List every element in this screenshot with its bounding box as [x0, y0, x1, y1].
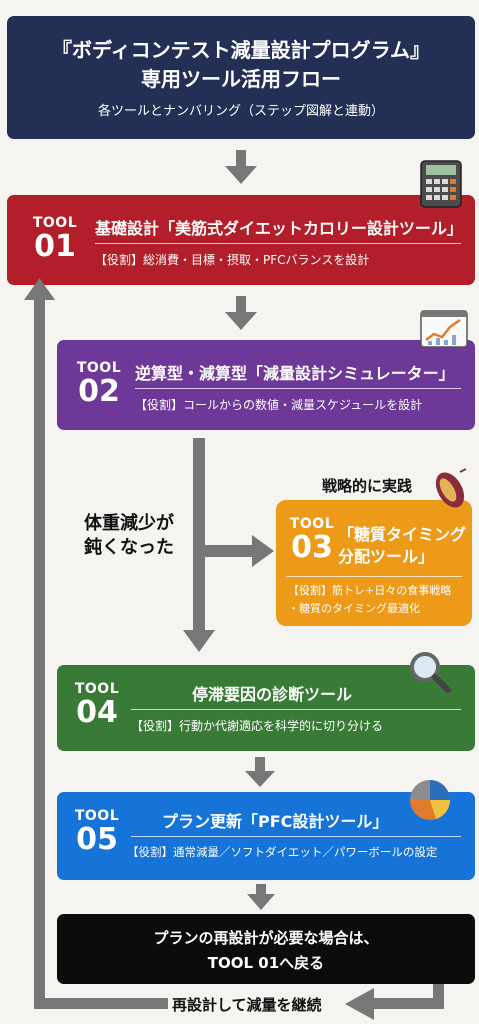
tool-02-number: 02 [78, 374, 120, 409]
tool-01-divider [95, 243, 461, 244]
weight-slow-label: 体重減少が 鈍くなった [84, 512, 174, 560]
tool-03-role-line1: 【役割】筋トレ+日々の食事戦略 [288, 584, 452, 597]
tool-05-tag: TOOL 05 [67, 808, 127, 856]
tool-05-divider [131, 836, 461, 837]
weight-slow-line2: 鈍くなった [84, 537, 174, 558]
tool-05-number: 05 [76, 822, 118, 857]
tool-04-tag: TOOL 04 [67, 681, 127, 729]
tool-03-title-line2: 分配ツール」 [338, 547, 435, 566]
tool-03-title: 「糖質タイミング 分配ツール」 [338, 524, 466, 568]
tool-03-label: TOOL [289, 516, 335, 532]
weight-slow-line1: 体重減少が [84, 513, 174, 534]
flow-connector-vertical [193, 438, 205, 636]
tool-03-role: 【役割】筋トレ+日々の食事戦略 ・糖質のタイミング最適化 [288, 582, 451, 618]
tool-01-number: 01 [34, 229, 76, 264]
tool-05-label: TOOL [74, 808, 120, 824]
pie-chart-icon [410, 780, 450, 820]
final-line2: TOOL 01へ戻る [207, 954, 325, 972]
tool-04-role: 【役割】行動か代謝適応を科学的に切り分ける [131, 719, 384, 733]
final-line1: プランの再設計が必要な場合は、 [153, 929, 379, 947]
tool-05-role: 【役割】通常減量／ソフトダイエット／パワーボールの設定 [127, 845, 438, 859]
calculator-icon [420, 160, 462, 208]
arrow-down-icon [225, 296, 257, 330]
tool-04-number: 04 [76, 695, 118, 730]
flow-connector-branch [205, 545, 255, 557]
arrow-right-icon [252, 535, 274, 567]
arrow-down-icon [225, 150, 257, 184]
tool-01-tag: TOOL 01 [25, 215, 85, 263]
tool-02-divider [135, 388, 461, 389]
tool-04-label: TOOL [74, 681, 120, 697]
tool-02-role: 【役割】コールからの数値・減量スケジュールを設計 [135, 398, 423, 412]
strategic-label: 戦略的に実践 [322, 477, 413, 495]
tool-04-title: 停滞要因の診断ツール [192, 685, 353, 704]
sweet-potato-icon [435, 468, 467, 508]
tool-03-number: 03 [291, 530, 333, 565]
header-title-line1: 『ボディコンテスト減量設計プログラム』 [52, 38, 430, 62]
tool-04-divider [131, 709, 461, 710]
tool-03-card: TOOL 03 「糖質タイミング 分配ツール」 【役割】筋トレ+日々の食事戦略 … [276, 500, 472, 626]
tool-03-divider [286, 576, 462, 577]
arrow-down-icon [183, 630, 215, 652]
tool-01-card: TOOL 01 基礎設計「美筋式ダイエットカロリー設計ツール」 【役割】総消費・… [7, 195, 475, 285]
tool-01-title: 基礎設計「美筋式ダイエットカロリー設計ツール」 [95, 219, 463, 238]
tool-02-title: 逆算型・減算型「減量設計シミュレーター」 [135, 364, 455, 383]
arrow-down-icon [247, 884, 275, 910]
magnifier-icon [410, 652, 451, 693]
tool-02-card: TOOL 02 逆算型・減算型「減量設計シミュレーター」 【役割】コールからの数… [57, 340, 475, 430]
loop-back-label: 再設計して減量を継続 [172, 996, 322, 1014]
tool-03-role-line2: ・糖質のタイミング最適化 [288, 602, 420, 615]
header-subtitle: 各ツールとナンバリング（ステップ図解と連動） [97, 104, 384, 119]
tool-03-title-line1: 「糖質タイミング [338, 525, 467, 544]
tool-01-role: 【役割】総消費・目標・摂取・PFCバランスを設計 [95, 253, 370, 267]
arrow-down-icon [245, 757, 275, 787]
tool-03-tag: TOOL 03 [286, 516, 338, 564]
line-chart-icon [420, 310, 468, 348]
tool-02-tag: TOOL 02 [69, 360, 129, 408]
final-box: プランの再設計が必要な場合は、 TOOL 01へ戻る [57, 914, 475, 984]
tool-04-card: TOOL 04 停滞要因の診断ツール 【役割】行動か代謝適応を科学的に切り分ける [57, 665, 475, 751]
tool-05-title: プラン更新「PFC設計ツール」 [162, 812, 389, 831]
tool-01-label: TOOL [32, 215, 78, 231]
header-title-line2: 専用ツール活用フロー [141, 67, 341, 91]
flow-header: 『ボディコンテスト減量設計プログラム』 専用ツール活用フロー 各ツールとナンバリ… [7, 16, 475, 139]
tool-02-label: TOOL [76, 360, 122, 376]
tool-05-card: TOOL 05 プラン更新「PFC設計ツール」 【役割】通常減量／ソフトダイエッ… [57, 792, 475, 880]
